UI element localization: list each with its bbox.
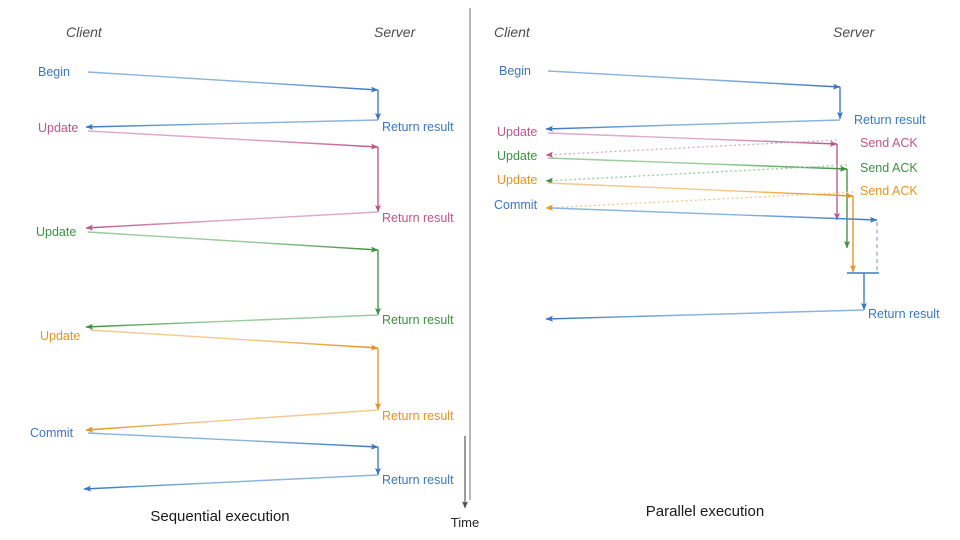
message-label-begin-return: Return result [854,113,926,127]
message-arrow-commit-request [550,207,878,223]
actor-label-server: Server [833,24,876,40]
actor-label-server: Server [374,24,417,40]
message-arrow-update1-request [87,130,379,150]
message-label-ack1: Send ACK [860,136,918,150]
message-arrow-update2-request [87,231,379,253]
message-label-commit-request: Commit [494,198,538,212]
message-label-begin-request: Begin [499,64,531,78]
message-label-update3-return: Return result [382,409,454,423]
message-arrow-update2-request [547,157,848,172]
message-label-update2-request: Update [497,149,537,163]
message-label-ack3: Send ACK [860,184,918,198]
message-label-begin-request: Begin [38,65,70,79]
message-arrow-begin-request [547,70,841,90]
message-arrow-final-return [545,309,865,322]
message-arrow-update3-request [547,182,854,199]
panel-caption-sequential: Sequential execution [150,508,289,525]
time-axis-layer: Time [451,436,479,530]
message-arrow-update1-request [547,132,838,147]
actor-label-client: Client [66,24,103,40]
panel-caption-parallel: Parallel execution [646,503,764,520]
message-arrow-update3-request [89,329,379,351]
message-arrow-update2-return [85,314,379,330]
message-arrow-begin-return [545,119,841,132]
message-arrow-begin-request [87,71,379,93]
message-label-update2-return: Return result [382,313,454,327]
message-arrow-update3-return [85,409,379,433]
message-arrow-commit-request [87,432,379,450]
message-label-update3-request: Update [497,173,537,187]
time-axis-label: Time [451,515,479,530]
message-arrow-begin-return [85,119,379,130]
message-label-final-return: Return result [868,307,940,321]
actor-label-client: Client [494,24,531,40]
message-label-update2-request: Update [36,225,76,239]
message-label-commit-return: Return result [382,473,454,487]
message-label-begin-return: Return result [382,120,454,134]
message-label-commit-request: Commit [30,426,74,440]
message-label-update1-return: Return result [382,211,454,225]
message-label-update1-request: Update [38,121,78,135]
message-arrow-update1-return [85,211,379,231]
message-label-update1-request: Update [497,125,537,139]
message-label-update3-request: Update [40,329,80,343]
message-label-ack2: Send ACK [860,161,918,175]
message-arrow-commit-return [83,474,379,492]
message-arrow-ack3 [545,191,854,211]
